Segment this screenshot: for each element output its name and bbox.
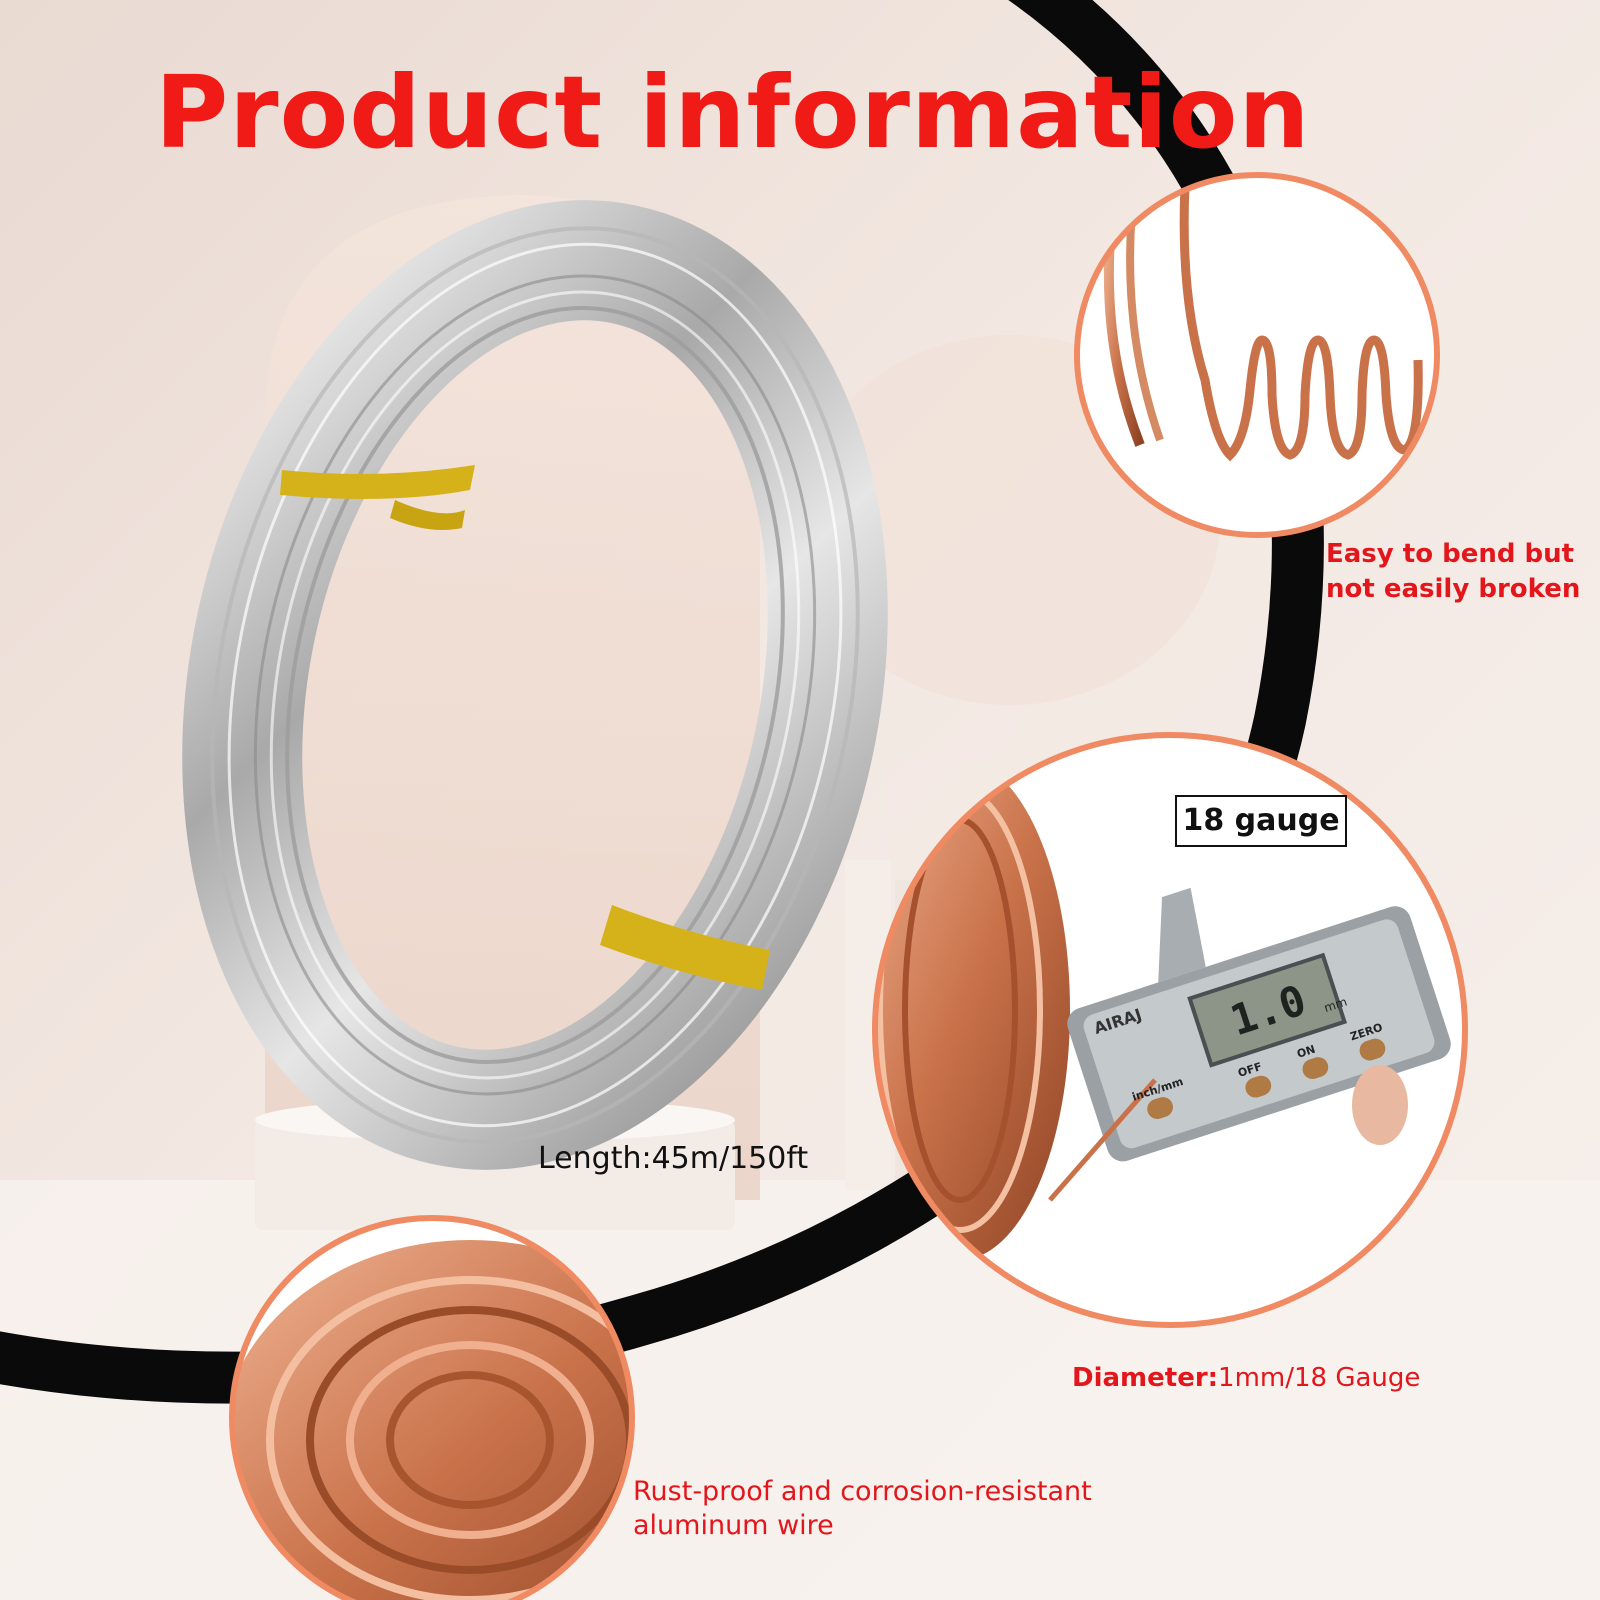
caliper-detail-circle (872, 732, 1468, 1328)
caliper-reading: 1.0 (1225, 975, 1312, 1045)
page-title: Product information (155, 54, 1311, 171)
caliper-button-off: OFF (1236, 1060, 1263, 1080)
bend-caption: Easy to bend but not easily broken (1326, 539, 1581, 604)
gauge-tag: 18 gauge (1175, 795, 1347, 847)
caliper-button-zero: ZERO (1349, 1021, 1385, 1044)
rust-caption: Rust-proof and corrosion-resistant alumi… (633, 1476, 1092, 1541)
caliper-button-on: ON (1295, 1043, 1317, 1061)
caliper-brand: AIRAJ (1092, 1005, 1144, 1038)
gold-tie-icon (280, 465, 475, 499)
silver-wire-coil (182, 200, 888, 1170)
diameter-label: Diameter: (1072, 1363, 1219, 1393)
diameter-value: 1mm/18 Gauge (1218, 1363, 1421, 1393)
diameter-caption: Diameter:1mm/18 Gauge (1072, 1362, 1420, 1394)
caliper-button-inch-mm: inch/mm (1131, 1075, 1185, 1104)
length-caption: Length:45m/150ft (538, 1141, 809, 1176)
gold-tie-icon (600, 905, 770, 990)
caliper-unit: mm (1322, 994, 1349, 1015)
